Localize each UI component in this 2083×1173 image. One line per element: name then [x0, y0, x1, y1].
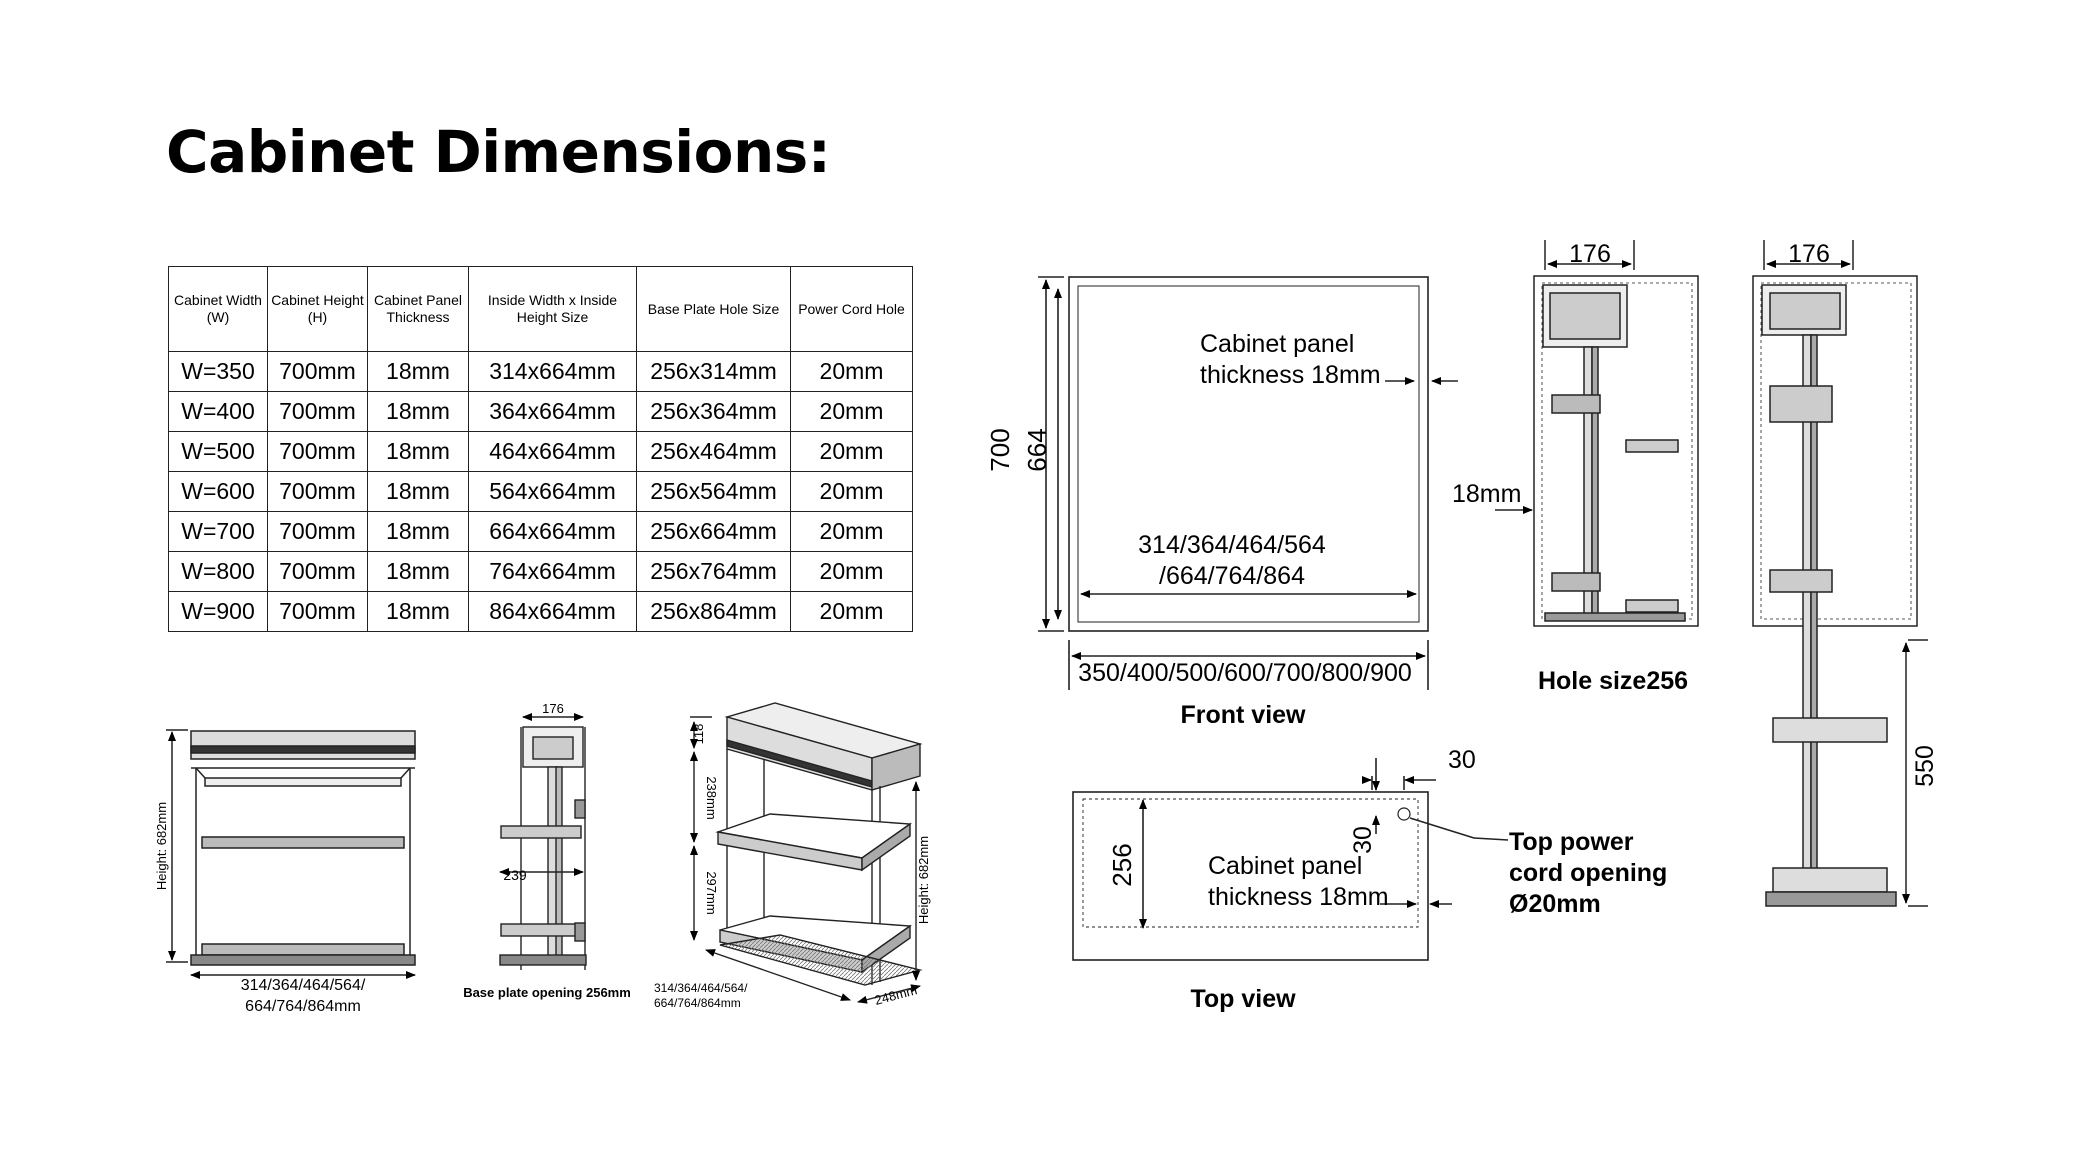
iso-width-label-2: 664/764/864mm [654, 996, 741, 1010]
iso-depth-label: 248mm [873, 982, 919, 1008]
table-cell: W=800 [168, 551, 268, 592]
table-cell: 20mm [790, 391, 913, 432]
small-side-depth-label: 239 [503, 867, 527, 883]
table-cell: 20mm [790, 351, 913, 392]
cord-label-1: Top power [1509, 828, 1634, 856]
top-offset-x-label: 30 [1448, 746, 1476, 774]
table-cell: W=700 [168, 511, 268, 552]
cord-label-3: Ø20mm [1509, 890, 1601, 918]
table-header-row: Cabinet Width(W) Cabinet Height(H) Cabin… [168, 266, 913, 352]
table-cell: 256x464mm [636, 431, 791, 472]
page-title: Cabinet Dimensions: [166, 118, 831, 186]
table-cell: 20mm [790, 471, 913, 512]
small-front-width-label-1: 314/364/464/564/ [241, 977, 366, 994]
table-cell: 464x664mm [468, 431, 637, 472]
table-cell: 18mm [367, 591, 469, 632]
table-cell: W=350 [168, 351, 268, 392]
table-cell: 18mm [367, 391, 469, 432]
side2-height-label: 550 [1911, 745, 1939, 787]
table-cell: W=600 [168, 471, 268, 512]
table-cell: 700mm [267, 591, 368, 632]
small-front-drawing [166, 729, 416, 979]
table-cell: 256x764mm [636, 551, 791, 592]
cabinet-dimensions-table: Cabinet Width(W) Cabinet Height(H) Cabin… [168, 266, 913, 632]
front-outer-height-label: 700 [985, 428, 1015, 471]
table-cell: 20mm [790, 591, 913, 632]
small-front-height-label: Height: 682mm [154, 802, 169, 890]
table-cell: 700mm [267, 351, 368, 392]
top-panel-label-2: thickness 18mm [1208, 883, 1389, 911]
table-cell: 20mm [790, 431, 913, 472]
table-cell: 20mm [790, 511, 913, 552]
side2-top-width-label: 176 [1788, 240, 1830, 268]
table-cell: 700mm [267, 391, 368, 432]
front-panel-label-2: thickness 18mm [1200, 361, 1381, 389]
side1-panel-label: 18mm [1452, 480, 1521, 508]
iso-height-label: Height: 682mm [916, 836, 931, 924]
small-side-drawing [499, 713, 587, 970]
table-cell: 764x664mm [468, 551, 637, 592]
front-inner-width-label-2: /664/764/864 [1159, 562, 1305, 590]
front-view-caption: Front view [1180, 701, 1306, 729]
front-outer-width-label: 350/400/500/600/700/800/900 [1078, 659, 1412, 687]
small-side-width-label: 176 [542, 701, 564, 716]
front-panel-label-1: Cabinet panel [1200, 330, 1354, 358]
table-cell: 20mm [790, 551, 913, 592]
table-cell: 256x864mm [636, 591, 791, 632]
header-cabinet-width: Cabinet Width(W) [168, 266, 268, 352]
table-cell: 364x664mm [468, 391, 637, 432]
top-depth-label: 256 [1107, 843, 1137, 886]
table-cell: 564x664mm [468, 471, 637, 512]
table-cell: 700mm [267, 431, 368, 472]
side-view-2-drawing [1752, 240, 1928, 907]
side1-caption: Hole size256 [1538, 667, 1688, 695]
header-base-plate-hole: Base Plate Hole Size [636, 266, 791, 352]
table-cell: 864x664mm [468, 591, 637, 632]
table-cell: 664x664mm [468, 511, 637, 552]
side1-top-width-label: 176 [1569, 240, 1611, 268]
small-front-width-label-2: 664/764/864mm [245, 998, 361, 1015]
iso-width-label-1: 314/364/464/564/ [654, 981, 748, 995]
top-view-drawing [1072, 758, 1509, 961]
table-cell: 256x564mm [636, 471, 791, 512]
table-cell: 700mm [267, 511, 368, 552]
table-cell: 256x664mm [636, 511, 791, 552]
side-view-1-drawing [1495, 240, 1699, 627]
iso-dim-mid-label: 238mm [704, 776, 719, 819]
table-cell: 314x664mm [468, 351, 637, 392]
table-cell: 18mm [367, 511, 469, 552]
table-cell: 18mm [367, 431, 469, 472]
table-cell: W=500 [168, 431, 268, 472]
top-panel-label-1: Cabinet panel [1208, 852, 1362, 880]
table-cell: W=900 [168, 591, 268, 632]
front-inner-height-label: 664 [1022, 428, 1052, 471]
iso-dim-low-label: 297mm [704, 871, 719, 914]
top-offset-y-label: 30 [1349, 826, 1377, 854]
iso-dim-top-label: 118 [691, 724, 706, 745]
table-cell: W=400 [168, 391, 268, 432]
small-side-caption: Base plate opening 256mm [463, 985, 631, 1000]
small-iso-drawing [690, 702, 923, 1004]
front-inner-width-label-1: 314/364/464/564 [1138, 531, 1326, 559]
header-power-cord-hole: Power Cord Hole [790, 266, 913, 352]
top-view-caption: Top view [1190, 985, 1296, 1013]
table-cell: 256x314mm [636, 351, 791, 392]
cord-label-2: cord opening [1509, 859, 1667, 887]
front-view-drawing [1038, 276, 1458, 690]
table-cell: 18mm [367, 471, 469, 512]
